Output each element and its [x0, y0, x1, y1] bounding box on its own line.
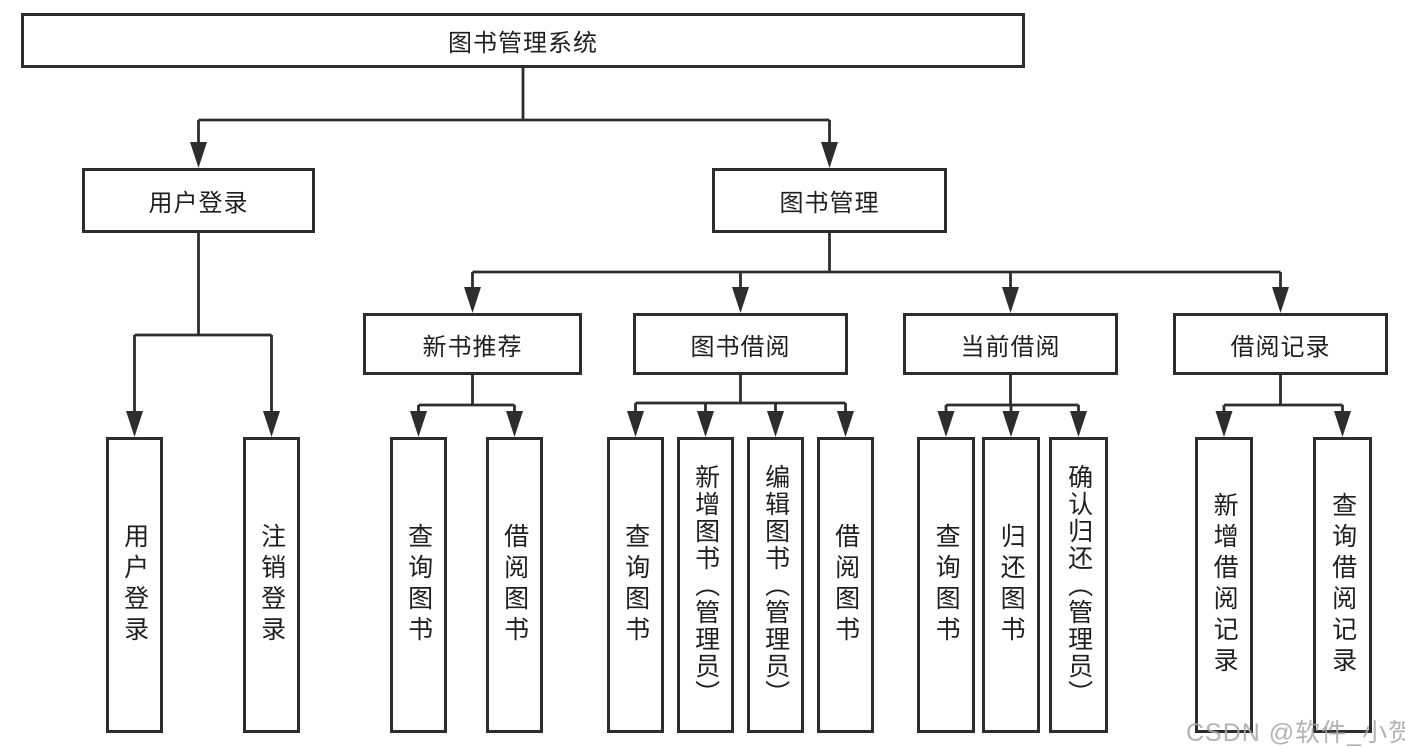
- node-leaf-query-books-borrow-label: 查询图书: [621, 523, 650, 647]
- node-leaf-query-borrow-record: 查询借阅记录: [1313, 437, 1372, 733]
- node-new-book-recommend-label: 新书推荐: [422, 333, 523, 361]
- node-root-label: 图书管理系统: [448, 30, 598, 57]
- node-leaf-edit-book-admin: 编辑图书（管理员）: [747, 437, 804, 733]
- node-leaf-logout-label: 注销登录: [257, 523, 286, 647]
- node-leaf-query-borrow-record-label: 查询借阅记录: [1328, 492, 1357, 678]
- arrowhead-icon: [937, 411, 955, 437]
- node-new-book-recommend: 新书推荐: [363, 313, 582, 375]
- node-leaf-logout: 注销登录: [243, 437, 300, 733]
- node-leaf-borrow-books-recommend: 借阅图书: [486, 437, 543, 733]
- arrowhead-icon: [506, 411, 523, 437]
- arrowhead-icon: [190, 142, 207, 168]
- arrowhead-icon: [464, 287, 481, 313]
- arrowhead-icon: [627, 411, 644, 437]
- node-leaf-add-borrow-record-label: 新增借阅记录: [1210, 492, 1239, 678]
- node-leaf-user-login-label: 用户登录: [120, 523, 149, 647]
- arrowhead-icon: [1334, 411, 1351, 437]
- node-current-borrowing: 当前借阅: [903, 313, 1118, 375]
- node-leaf-query-books-current: 查询图书: [917, 437, 975, 733]
- node-book-management: 图书管理: [712, 168, 947, 233]
- node-leaf-query-books-borrow: 查询图书: [607, 437, 664, 733]
- node-leaf-query-books-current-label: 查询图书: [932, 523, 961, 647]
- arrowhead-icon: [1002, 287, 1019, 313]
- node-leaf-borrow-books-label: 借阅图书: [831, 523, 860, 647]
- arrowhead-icon: [1272, 287, 1289, 313]
- node-leaf-return-book-label: 归还图书: [997, 523, 1026, 647]
- node-leaf-query-books-recommend-label: 查询图书: [404, 523, 433, 647]
- node-leaf-query-books-recommend: 查询图书: [390, 437, 447, 733]
- arrowhead-icon: [1070, 411, 1087, 437]
- arrowhead-icon: [767, 411, 784, 437]
- node-book-borrowing-label: 图书借阅: [690, 333, 791, 361]
- node-leaf-return-book: 归还图书: [982, 437, 1040, 733]
- arrowhead-icon: [697, 411, 714, 437]
- node-borrowing-records-label: 借阅记录: [1230, 333, 1331, 361]
- node-leaf-borrow-books: 借阅图书: [817, 437, 874, 733]
- arrowhead-icon: [1215, 411, 1233, 437]
- node-leaf-add-book-admin-label: 新增图书（管理员）: [691, 463, 720, 707]
- node-leaf-edit-book-admin-label: 编辑图书（管理员）: [761, 463, 790, 707]
- node-user-login-label: 用户登录: [148, 190, 249, 217]
- arrowhead-icon: [410, 411, 427, 437]
- arrowhead-icon: [837, 411, 854, 437]
- watermark: CSDN @软件_小贺同学: [1186, 719, 1405, 747]
- arrowhead-icon: [1002, 411, 1020, 437]
- node-borrowing-records: 借阅记录: [1173, 313, 1388, 375]
- node-leaf-add-book-admin: 新增图书（管理员）: [677, 437, 734, 733]
- node-leaf-user-login: 用户登录: [106, 437, 163, 733]
- node-book-management-label: 图书管理: [779, 190, 880, 217]
- node-root: 图书管理系统: [21, 13, 1025, 68]
- node-user-login: 用户登录: [82, 168, 315, 233]
- node-current-borrowing-label: 当前借阅: [960, 333, 1061, 361]
- node-leaf-confirm-return-admin-label: 确认归还（管理员）: [1064, 463, 1093, 707]
- node-leaf-borrow-books-recommend-label: 借阅图书: [500, 523, 529, 647]
- arrowhead-icon: [732, 287, 749, 313]
- node-book-borrowing: 图书借阅: [633, 313, 848, 375]
- arrowhead-icon: [263, 411, 280, 437]
- node-leaf-add-borrow-record: 新增借阅记录: [1195, 437, 1253, 733]
- arrowhead-icon: [126, 411, 143, 437]
- arrowhead-icon: [821, 142, 838, 168]
- node-leaf-confirm-return-admin: 确认归还（管理员）: [1049, 437, 1108, 733]
